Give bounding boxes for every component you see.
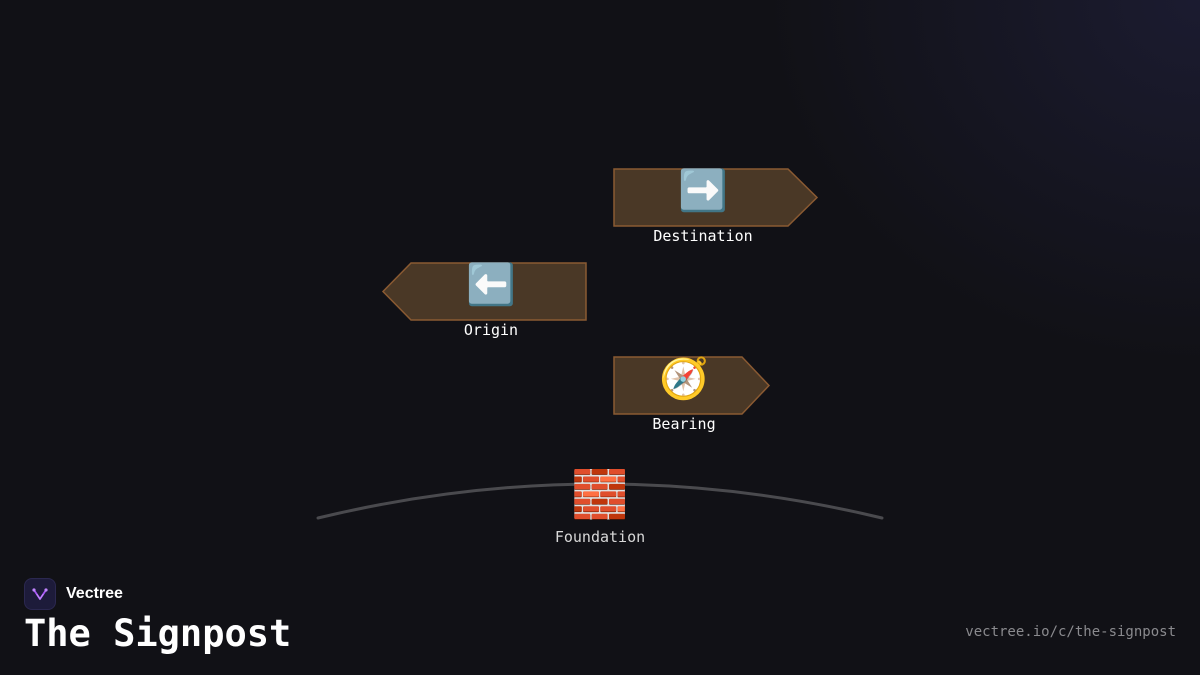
vectree-logo-icon bbox=[24, 578, 56, 610]
sign-board-destination bbox=[613, 168, 819, 227]
brick-icon: 🧱 bbox=[571, 467, 628, 521]
brand: Vectree bbox=[24, 577, 123, 611]
source-url: vectree.io/c/the-signpost bbox=[965, 624, 1176, 640]
sign-label-origin: Origin bbox=[464, 321, 518, 339]
sign-origin: ⬅️ Origin bbox=[381, 261, 587, 339]
sign-label-bearing: Bearing bbox=[652, 415, 715, 433]
sign-destination: ➡️ Destination bbox=[613, 167, 819, 245]
sign-board-bearing bbox=[613, 356, 771, 415]
right-arrow-icon: ➡️ bbox=[678, 167, 728, 214]
left-arrow-icon: ⬅️ bbox=[466, 261, 516, 308]
sign-label-destination: Destination bbox=[653, 227, 752, 245]
foundation: 🧱 Foundation bbox=[555, 467, 645, 546]
foundation-label: Foundation bbox=[555, 528, 645, 546]
ground-line bbox=[316, 482, 884, 520]
brand-name: Vectree bbox=[66, 585, 123, 602]
sign-bearing: 🧭 Bearing bbox=[613, 355, 771, 433]
compass-icon: 🧭 bbox=[659, 355, 709, 402]
page-title: The Signpost bbox=[24, 612, 292, 655]
sign-board-origin bbox=[381, 262, 587, 321]
